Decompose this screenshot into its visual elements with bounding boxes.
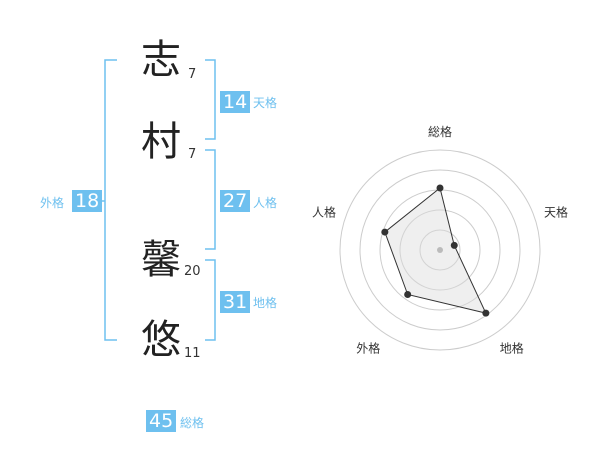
radar-point-2 bbox=[450, 241, 458, 249]
radar-axis-label-4: 外格 bbox=[356, 341, 380, 356]
radar-ring bbox=[359, 169, 521, 331]
radar-ring bbox=[399, 209, 481, 291]
soukaku-value: 45 bbox=[146, 410, 177, 432]
tenkaku-label: 天格 bbox=[253, 96, 278, 110]
tenkaku-value: 14 bbox=[220, 91, 251, 113]
name-char-1: 志 bbox=[141, 37, 181, 83]
name-char-4: 悠 bbox=[141, 317, 181, 363]
stroke-count-1: 7 bbox=[188, 67, 197, 82]
radar-point-1 bbox=[436, 184, 444, 192]
name-char-2: 村 bbox=[141, 119, 181, 165]
stroke-count-3: 20 bbox=[184, 264, 201, 279]
radar-point-3 bbox=[482, 309, 490, 317]
radar-center-dot bbox=[437, 247, 443, 253]
radar-polygon bbox=[384, 187, 487, 314]
soukaku-label: 総格 bbox=[180, 416, 205, 430]
stroke-count-2: 7 bbox=[188, 147, 197, 162]
chikaku-value: 31 bbox=[220, 291, 251, 313]
chikaku-label: 地格 bbox=[253, 296, 278, 310]
radar-point-4 bbox=[404, 290, 412, 298]
gaikaku-value: 18 bbox=[72, 190, 103, 212]
stroke-count-4: 11 bbox=[184, 346, 201, 361]
gaikaku-label: 外格 bbox=[40, 196, 65, 210]
radar-ring bbox=[419, 229, 461, 271]
name-char-3: 馨 bbox=[141, 237, 181, 283]
radar-axis-label-3: 地格 bbox=[500, 341, 524, 356]
radar-axis-label-1: 総格 bbox=[428, 124, 452, 139]
jinkaku-value: 27 bbox=[220, 190, 251, 212]
radar-axis-label-2: 天格 bbox=[544, 204, 568, 219]
radar-axis-label-5: 人格 bbox=[312, 204, 336, 219]
radar-ring bbox=[339, 149, 541, 351]
jinkaku-label: 人格 bbox=[253, 196, 278, 210]
radar-point-5 bbox=[381, 228, 389, 236]
